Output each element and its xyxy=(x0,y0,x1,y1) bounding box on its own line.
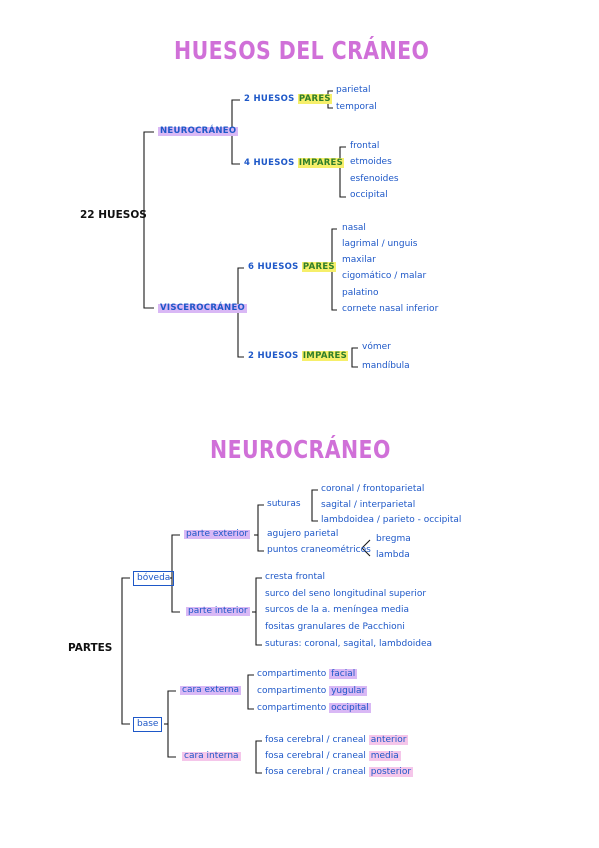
item-keyword: media xyxy=(368,751,401,761)
list-item: occipital xyxy=(350,190,388,200)
list-item: lambda xyxy=(376,550,410,560)
connector xyxy=(361,539,371,557)
list-item: compartimento yugular xyxy=(257,686,368,696)
list-item: bregma xyxy=(376,534,411,544)
item-text: fosa cerebral / craneal xyxy=(265,735,366,745)
node-neurocraneo: NEUROCRÁNEO xyxy=(158,126,239,136)
node-keyword: PARES xyxy=(301,262,336,272)
node-prefix: 2 HUESOS xyxy=(244,94,295,104)
node-boveda: bóveda xyxy=(133,571,175,586)
list-item: fosa cerebral / craneal media xyxy=(265,751,401,761)
list-item: etmoides xyxy=(350,157,392,167)
list-item: cigomático / malar xyxy=(342,271,427,281)
item-keyword: posterior xyxy=(368,767,414,777)
list-item: lagrimal / unguis xyxy=(342,239,418,249)
node-keyword: IMPARES xyxy=(297,158,345,168)
node-suturas: suturas xyxy=(267,499,301,509)
connector xyxy=(167,690,176,758)
list-item: fosa cerebral / craneal anterior xyxy=(265,735,409,745)
list-item: compartimento occipital xyxy=(257,703,371,713)
list-item: suturas: coronal, sagital, lambdoidea xyxy=(265,639,432,649)
list-item: cresta frontal xyxy=(265,572,326,582)
list-item: vómer xyxy=(362,342,391,352)
node-puntos: puntos craneométricos xyxy=(267,545,371,555)
list-item: fositas granulares de Pacchioni xyxy=(265,622,405,632)
node-visc-impares: 2 HUESOS IMPARES xyxy=(248,351,349,361)
node-parte-exterior: parte exterior xyxy=(184,529,251,539)
list-item: cornete nasal inferior xyxy=(342,304,439,314)
list-item: surcos de la a. meníngea media xyxy=(265,605,409,615)
root-node: PARTES xyxy=(68,642,113,654)
list-item: nasal xyxy=(342,223,366,233)
connector xyxy=(121,577,130,725)
item-text: compartimento xyxy=(257,669,327,679)
connector xyxy=(171,534,180,613)
connector xyxy=(351,347,358,368)
list-item: frontal xyxy=(350,141,380,151)
diagram-title: HUESOS DEL CRÁNEO xyxy=(174,36,430,65)
connector xyxy=(237,267,244,358)
list-item: coronal / frontoparietal xyxy=(321,484,425,494)
node-visc-pares: 6 HUESOS PARES xyxy=(248,262,336,272)
connector xyxy=(311,489,318,522)
node-cara-externa: cara externa xyxy=(180,685,242,695)
connector xyxy=(339,146,346,198)
node-base: base xyxy=(133,717,163,732)
item-text: compartimento xyxy=(257,703,327,713)
list-item: compartimento facial xyxy=(257,669,358,679)
list-item: esfenoides xyxy=(350,174,399,184)
node-neuro-impares: 4 HUESOS IMPARES xyxy=(244,158,345,168)
item-keyword: anterior xyxy=(368,735,409,745)
node-prefix: 6 HUESOS xyxy=(248,262,299,272)
list-item: fosa cerebral / craneal posterior xyxy=(265,767,414,777)
item-keyword: yugular xyxy=(329,686,368,696)
item-keyword: occipital xyxy=(329,703,371,713)
diagram-title: NEUROCRÁNEO xyxy=(210,435,391,464)
list-item: temporal xyxy=(336,102,377,112)
item-text: fosa cerebral / craneal xyxy=(265,767,366,777)
list-item: sagital / interparietal xyxy=(321,500,416,510)
connector xyxy=(257,504,264,552)
list-item: maxilar xyxy=(342,255,376,265)
connector xyxy=(143,131,154,309)
connector xyxy=(247,674,254,710)
list-item: parietal xyxy=(336,85,371,95)
node-keyword: IMPARES xyxy=(301,351,349,361)
root-node: 22 HUESOS xyxy=(80,209,147,221)
node-neuro-pares: 2 HUESOS PARES xyxy=(244,94,332,104)
node-cara-interna: cara interna xyxy=(182,751,241,761)
list-item: mandíbula xyxy=(362,361,410,371)
item-text: fosa cerebral / craneal xyxy=(265,751,366,761)
node-prefix: 2 HUESOS xyxy=(248,351,299,361)
node-keyword: PARES xyxy=(297,94,332,104)
connector xyxy=(255,577,262,646)
node-parte-interior: parte interior xyxy=(186,606,250,616)
item-text: compartimento xyxy=(257,686,327,696)
list-item: palatino xyxy=(342,288,379,298)
node-prefix: 4 HUESOS xyxy=(244,158,295,168)
list-item: lambdoidea / parieto - occipital xyxy=(321,515,462,525)
item-keyword: facial xyxy=(329,669,358,679)
list-item: agujero parietal xyxy=(267,529,339,539)
node-viscerocraneo: VISCEROCRÁNEO xyxy=(158,303,248,313)
list-item: surco del seno longitudinal superior xyxy=(265,589,427,599)
connector xyxy=(255,740,262,774)
